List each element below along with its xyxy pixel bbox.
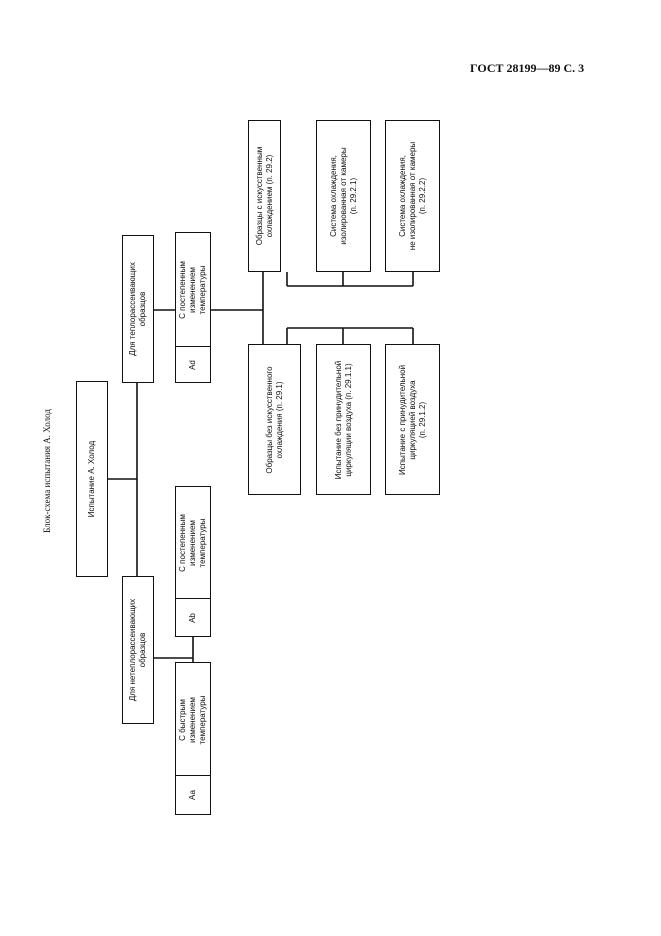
test-aa-label: С быстрым изменением температуры	[178, 695, 207, 744]
test-ad-label-box: С постепенным изменением температуры	[175, 232, 211, 348]
leaf-with-circ-box: Испытание с принудительной циркуляцией в…	[385, 344, 440, 495]
leaf-no-circ-label: Испытание без принудительной циркуляции …	[333, 360, 353, 479]
group-non-heat-label: Для нетеплорассеивающих образцов	[128, 598, 147, 702]
root-box: Испытание А. Холод	[76, 381, 108, 577]
test-ab-label: С постепенным изменением температуры	[178, 514, 207, 572]
test-ab-label-box: С постепенным изменением температуры	[175, 486, 211, 600]
leaf-isolated-box: Система охлаждения, изолированная от кам…	[316, 120, 371, 272]
test-aa-code-box: Аа	[175, 775, 211, 815]
test-ad-code-box: Аd	[175, 346, 211, 383]
test-ab-code-box: Аb	[175, 598, 211, 637]
branch-forced-box: Образцы с искусственным охлаждением (п. …	[248, 120, 281, 272]
page-header: ГОСТ 28199—89 С. 3	[470, 61, 585, 75]
branch-no-forced-box: Образцы без искусственного охлаждения (п…	[248, 344, 301, 495]
branch-no-forced-label: Образцы без искусственного охлаждения (п…	[264, 365, 284, 474]
leaf-with-circ-label: Испытание с принудительной циркуляцией в…	[397, 364, 427, 475]
test-ab-code: Аb	[188, 612, 197, 623]
branch-forced-label: Образцы с искусственным охлаждением (п. …	[254, 146, 274, 246]
leaf-not-isolated-label: Система охлаждения, не изолированная от …	[397, 141, 427, 251]
group-non-heat-box: Для нетеплорассеивающих образцов	[122, 576, 154, 724]
group-heat-box: Для теплорассеивающих образцов	[122, 235, 154, 383]
leaf-not-isolated-box: Система охлаждения, не изолированная от …	[385, 120, 440, 272]
leaf-no-circ-box: Испытание без принудительной циркуляции …	[316, 344, 371, 495]
test-aa-code: Аа	[188, 790, 197, 800]
test-ad-code: Аd	[188, 359, 197, 370]
group-heat-label: Для теплорассеивающих образцов	[128, 262, 147, 356]
test-aa-label-box: С быстрым изменением температуры	[175, 662, 211, 777]
root-label: Испытание А. Холод	[87, 440, 96, 518]
test-ad-label: С постепенным изменением температуры	[178, 261, 207, 319]
leaf-isolated-label: Система охлаждения, изолированная от кам…	[328, 147, 358, 245]
